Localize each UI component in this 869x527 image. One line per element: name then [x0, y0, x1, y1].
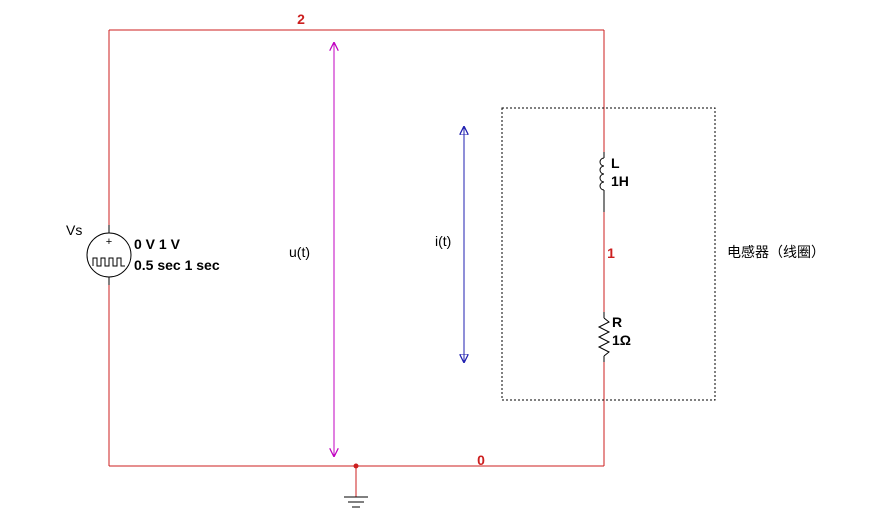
junction-dot [353, 463, 359, 469]
source-name: Vs [66, 222, 82, 238]
inductor-coil-box [501, 107, 716, 401]
node-label-bottom: 0 [477, 452, 485, 468]
source-param-1: 0 V 1 V [134, 236, 181, 252]
voltage-label: u(t) [289, 244, 310, 260]
inductor-icon[interactable] [599, 152, 605, 212]
pulse-source-icon[interactable]: + [86, 225, 132, 285]
ground-icon [344, 496, 368, 508]
node-label-middle: 1 [607, 245, 615, 261]
current-label: i(t) [435, 233, 451, 249]
resistor-value: 1Ω [612, 332, 631, 348]
inductor-name: L [611, 155, 620, 171]
wires [108, 29, 605, 497]
resistor-name: R [612, 314, 622, 330]
resistor-icon[interactable] [597, 312, 611, 362]
node-label-top: 2 [297, 11, 305, 27]
box-label: 电感器（线圈） [727, 244, 825, 260]
source-polarity: + [106, 236, 112, 248]
inductor-value: 1H [611, 173, 629, 189]
source-param-2: 0.5 sec 1 sec [134, 257, 220, 273]
